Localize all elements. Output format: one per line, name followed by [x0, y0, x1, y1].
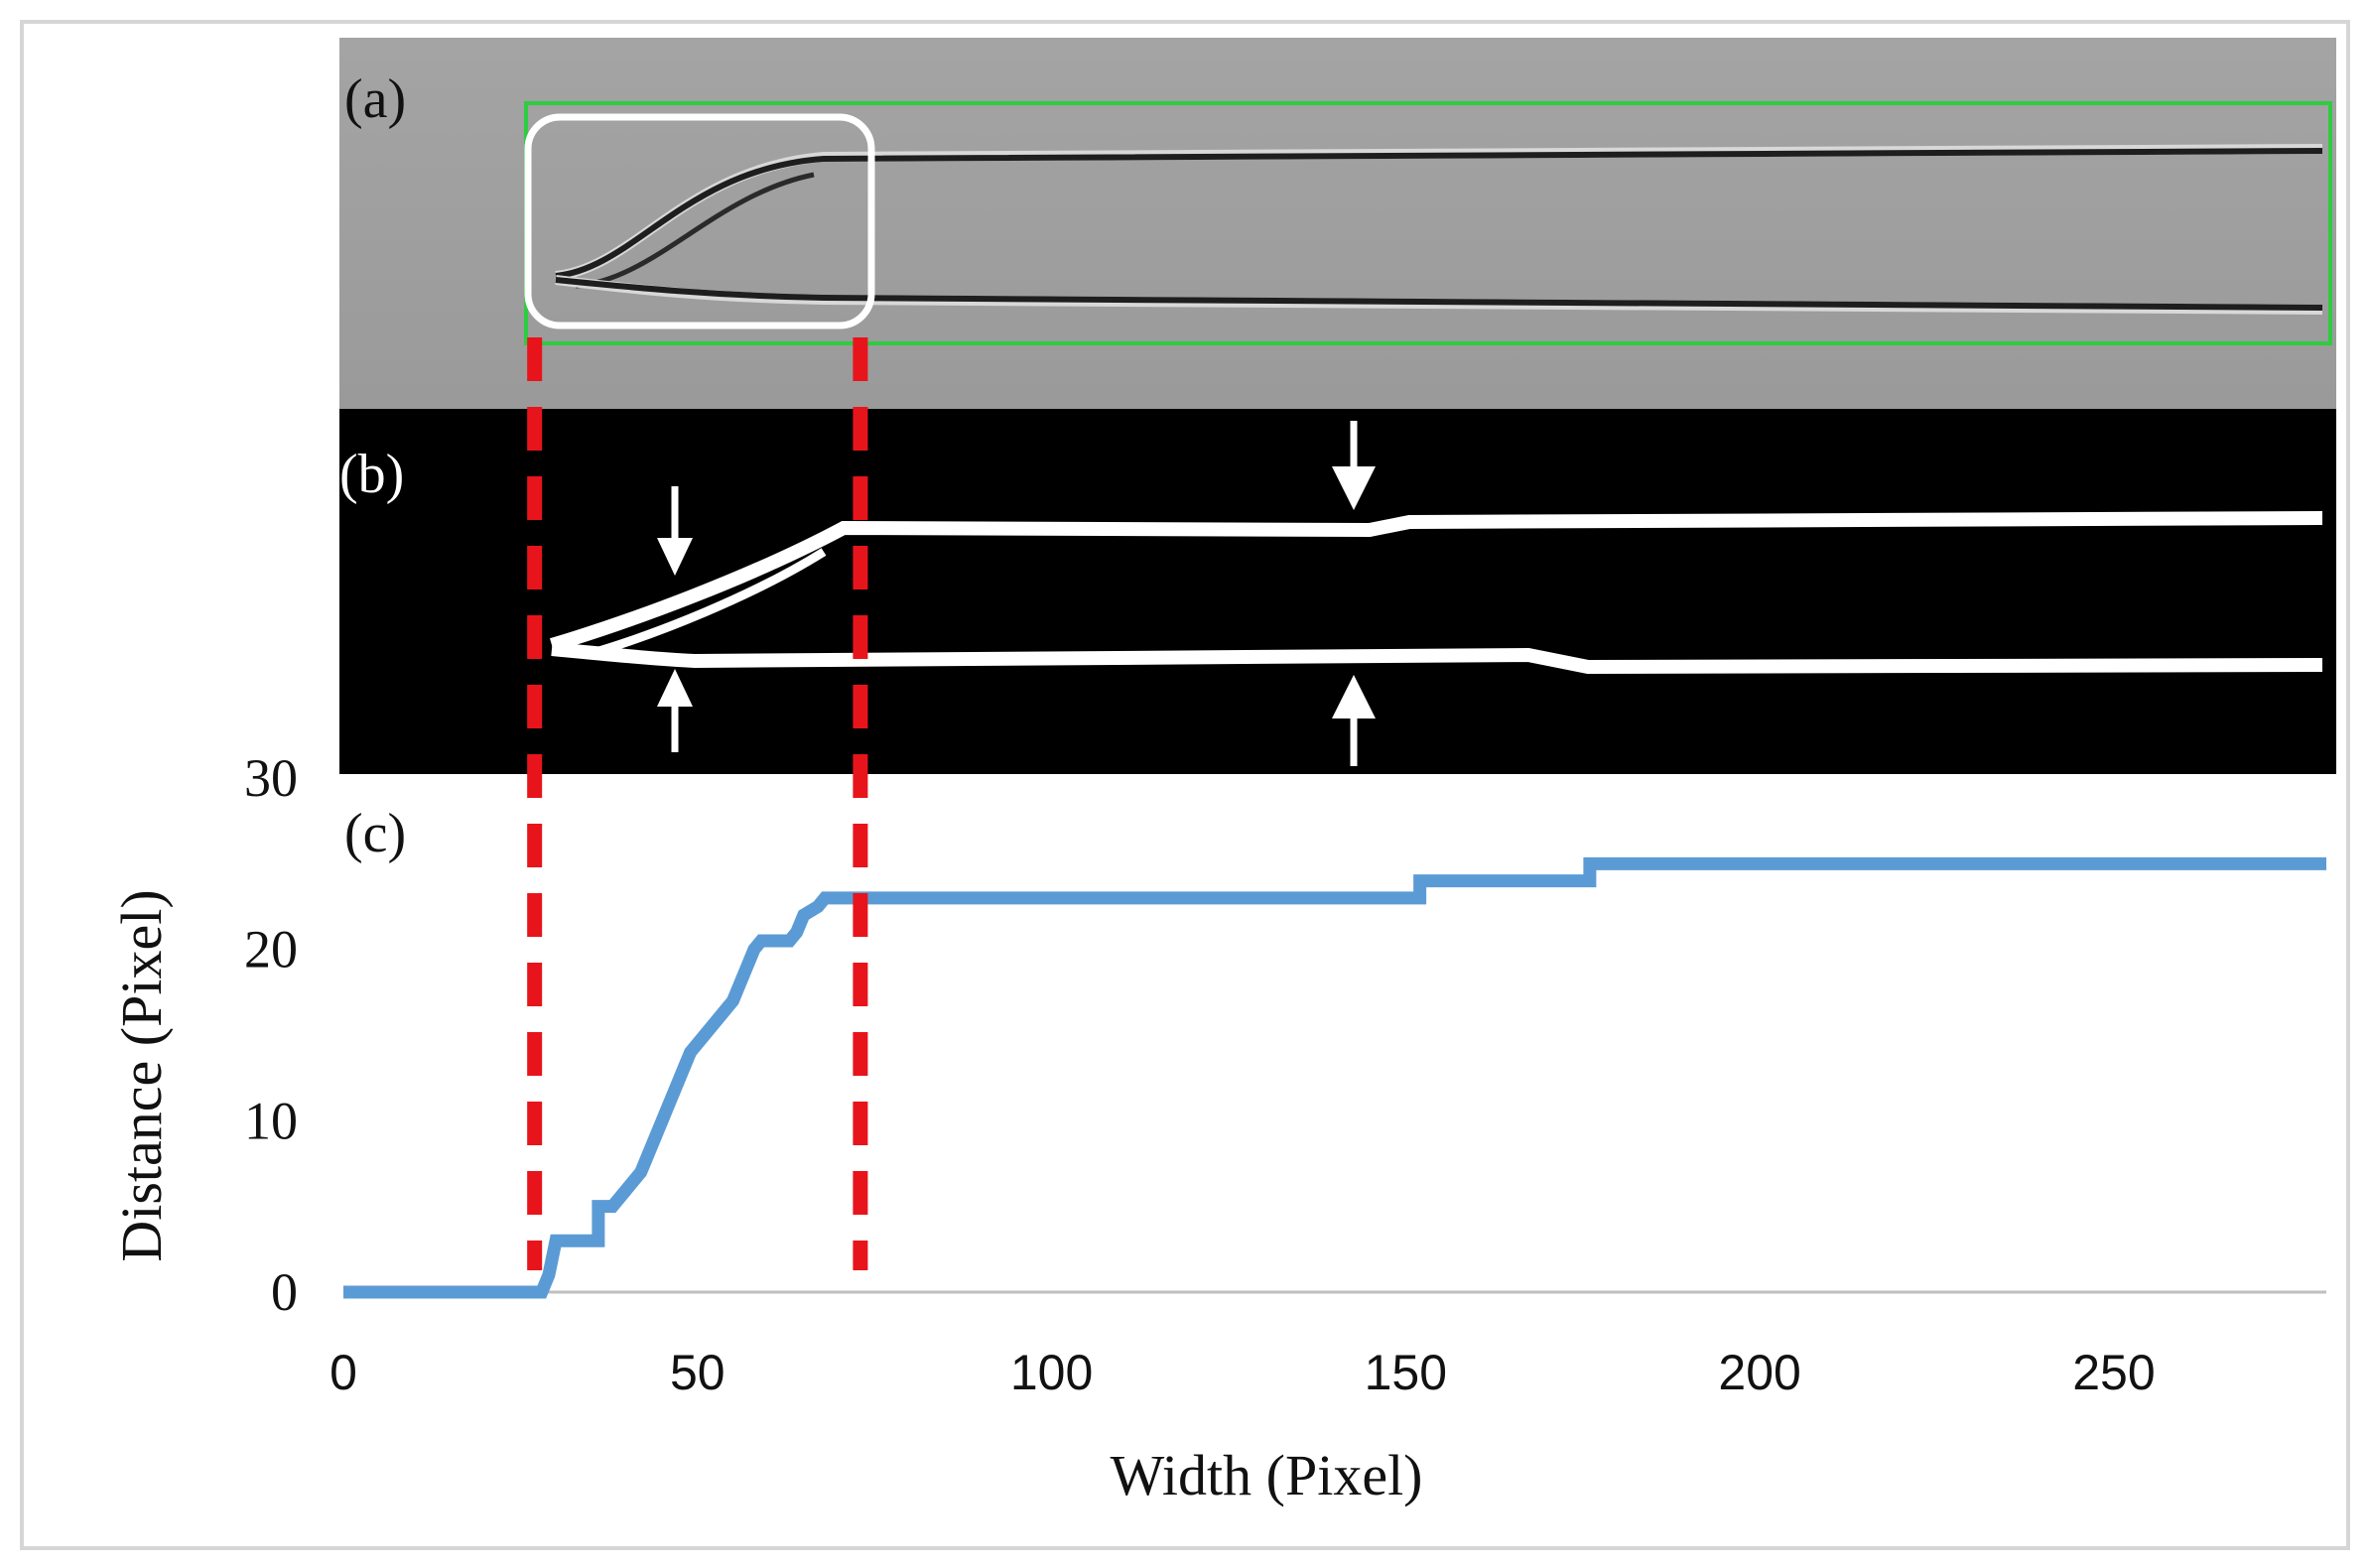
guide-lines — [527, 337, 868, 1270]
panel-c-label: (c) — [344, 803, 406, 864]
panel-b-lower-wall — [551, 642, 2323, 675]
y-tick-label: 0 — [271, 1262, 298, 1322]
x-tick-label: 150 — [1365, 1345, 1447, 1400]
panel-a-highlight-box — [524, 113, 875, 329]
x-tick-label: 0 — [329, 1345, 357, 1400]
panel-b-arrow-up-right — [1332, 675, 1376, 766]
panel-b-arrow-down-left — [657, 486, 693, 576]
panel-b-arrow-up-left — [657, 669, 693, 752]
chart: 0 10 20 30 0 50 100 150 200 250 (c) Width (Pixel… — [109, 748, 2326, 1507]
x-tick-labels: 0 50 100 150 200 250 — [329, 1345, 2156, 1400]
x-tick-label: 100 — [1010, 1345, 1093, 1400]
panel-b-arrow-down-right — [1332, 421, 1376, 510]
panel-a-top-wall — [555, 148, 2323, 279]
panel-a-label: (a) — [344, 68, 406, 130]
x-tick-label: 200 — [1718, 1345, 1800, 1400]
y-tick-label: 20 — [244, 920, 298, 980]
panel-a-background — [339, 38, 2336, 409]
series-line — [343, 856, 2326, 1299]
x-axis-label: Width (Pixel) — [1110, 1443, 1422, 1507]
y-tick-label: 10 — [244, 1091, 298, 1150]
x-tick-label: 250 — [2072, 1345, 2155, 1400]
panel-a-bottom-wall — [555, 277, 2323, 311]
panel-a: (a) — [339, 38, 2336, 409]
y-tick-label: 30 — [244, 748, 298, 808]
panel-b-background — [339, 409, 2336, 774]
panel-b-upper-wall — [550, 511, 2323, 652]
panel-b-label: (b) — [339, 444, 404, 505]
y-axis-label: Distance (Pixel) — [109, 889, 174, 1261]
x-tick-label: 50 — [670, 1345, 725, 1400]
y-tick-labels: 0 10 20 30 — [244, 748, 298, 1322]
panel-b-inner-wall — [584, 548, 827, 660]
panel-b: (b) — [339, 409, 2336, 774]
panel-a-inner-wall — [575, 172, 815, 289]
